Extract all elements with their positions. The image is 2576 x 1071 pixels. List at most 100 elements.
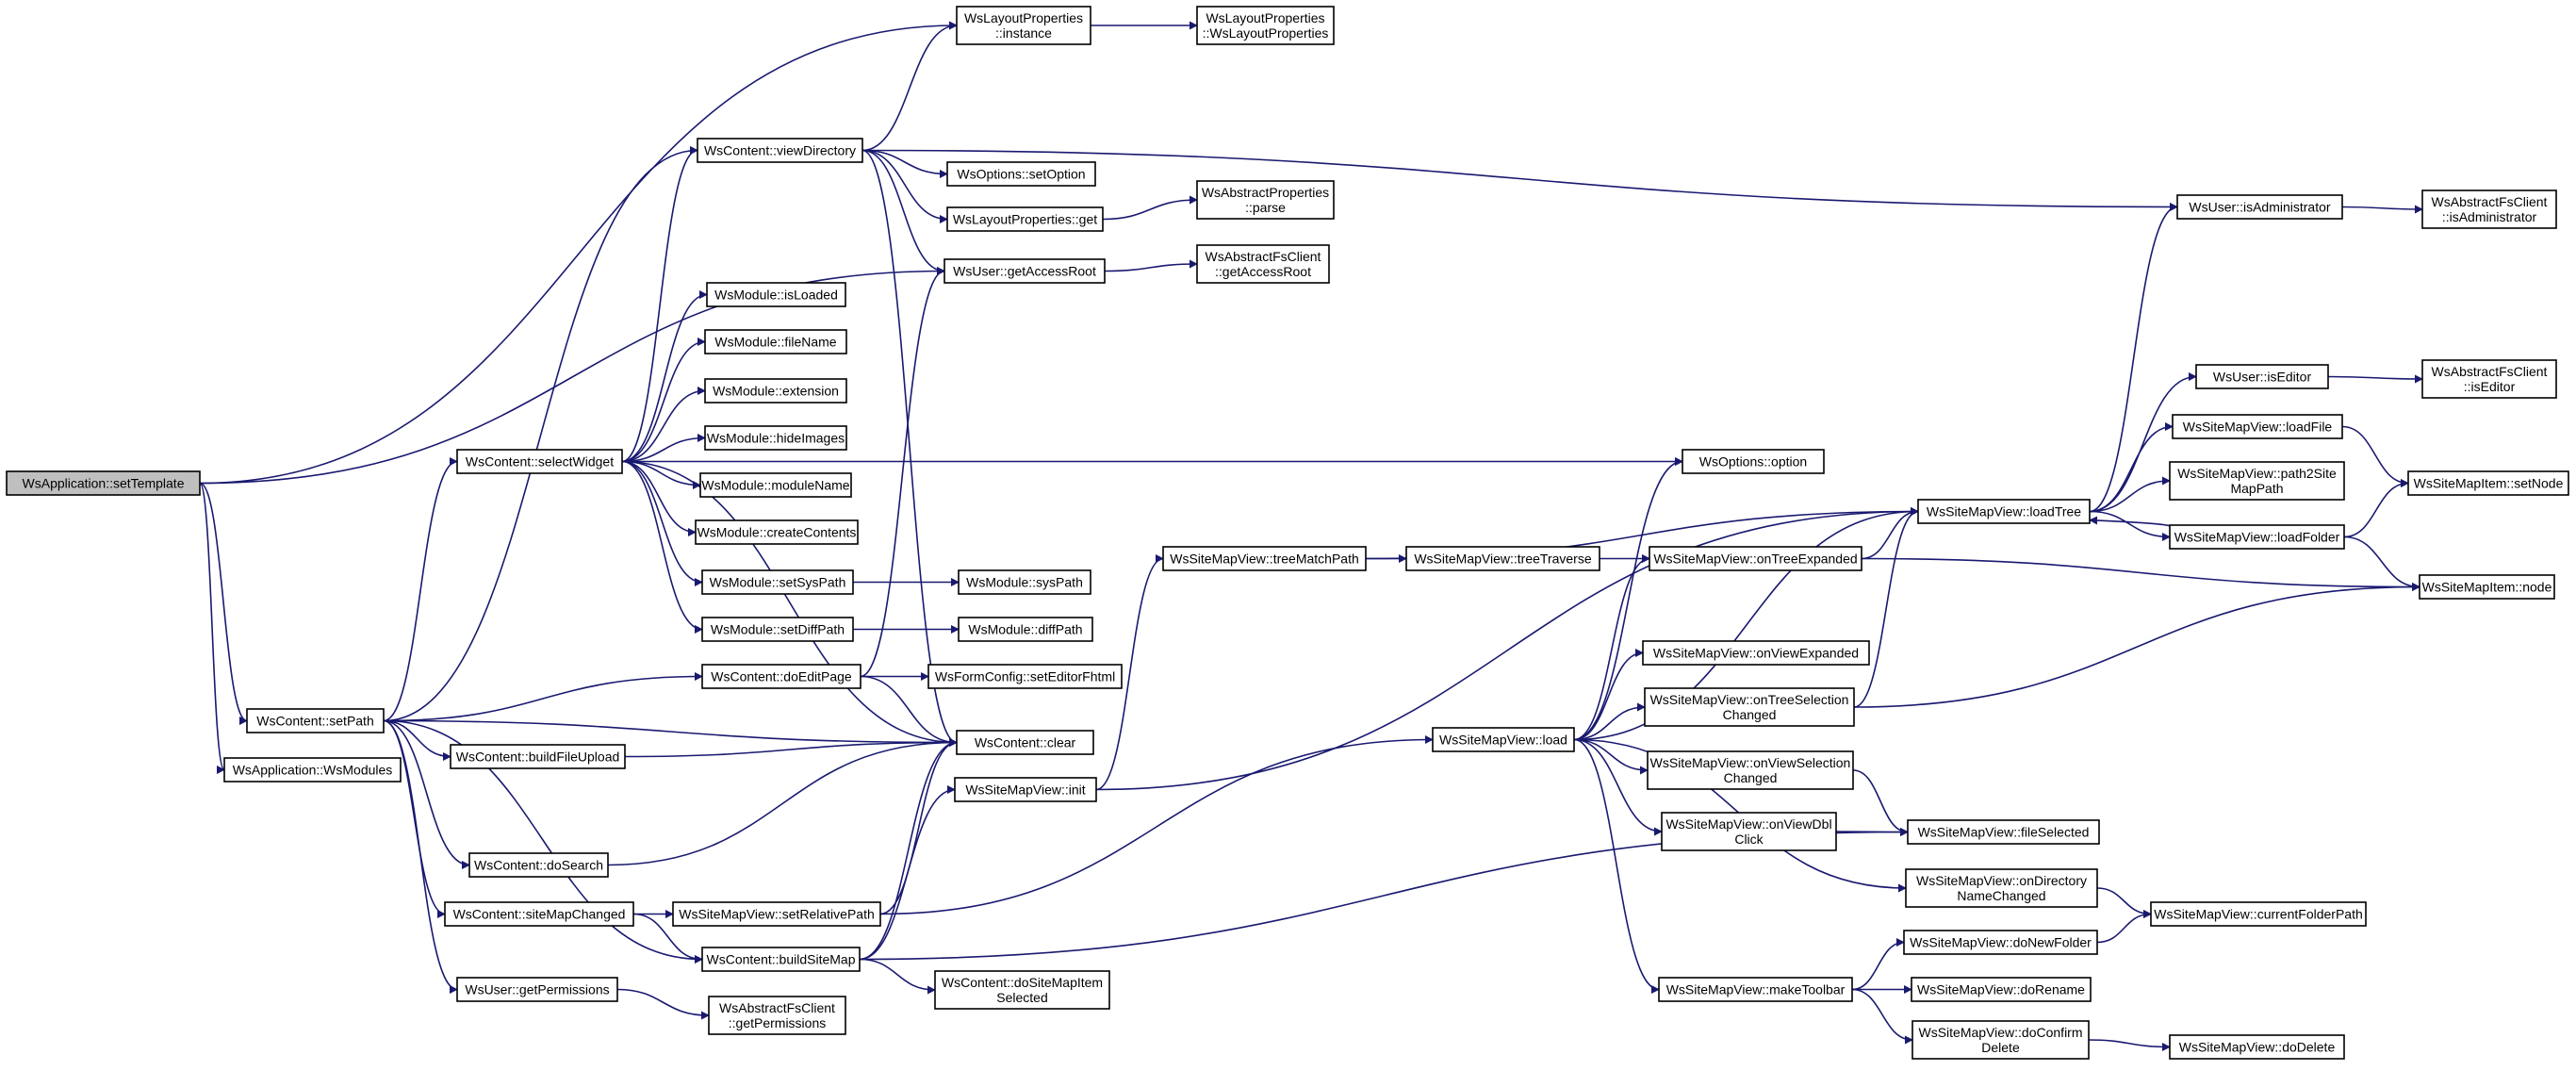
- node-label: WsUser::getAccessRoot: [953, 264, 1096, 279]
- edge-doEditPage-to-contentClear: [860, 675, 958, 747]
- node-box: [704, 425, 847, 451]
- node-selectWidget[interactable]: WsContent::selectWidget: [456, 449, 623, 474]
- node-box: [6, 470, 201, 496]
- node-label: ::WsLayoutProperties: [1203, 25, 1329, 41]
- node-doSearch[interactable]: WsContent::doSearch: [468, 852, 609, 878]
- node-label: WsUser::getPermissions: [465, 982, 609, 997]
- node-box: [1658, 977, 1853, 1002]
- node-diffPath[interactable]: WsModule::diffPath: [958, 617, 1093, 642]
- node-getAccessRoot[interactable]: WsUser::getAccessRoot: [943, 258, 1106, 284]
- edge-selectWidget-to-setSysPath: [621, 460, 703, 586]
- node-onViewExpanded[interactable]: WsSiteMapView::onViewExpanded: [1642, 640, 1870, 666]
- node-optionsOption[interactable]: WsOptions::option: [1682, 449, 1825, 474]
- node-label: WsSiteMapView::onViewExpanded: [1653, 646, 1859, 661]
- node-setRelativePath[interactable]: WsSiteMapView::setRelativePath: [672, 901, 881, 927]
- node-setDiffPath[interactable]: WsModule::setDiffPath: [701, 617, 854, 642]
- node-layoutCtor[interactable]: WsLayoutProperties::WsLayoutProperties: [1196, 6, 1335, 45]
- node-fsIsAdministrator[interactable]: WsAbstractFsClient::isAdministrator: [2421, 189, 2557, 229]
- node-box: [1647, 750, 1854, 790]
- node-label: WsSiteMapItem::setNode: [2414, 476, 2564, 491]
- node-fileSelected[interactable]: WsSiteMapView::fileSelected: [1907, 819, 2100, 845]
- node-setTemplate[interactable]: WsApplication::setTemplate: [6, 470, 201, 496]
- node-sysPath[interactable]: WsModule::sysPath: [958, 569, 1091, 595]
- node-fileName[interactable]: WsModule::fileName: [704, 329, 847, 354]
- node-box: [2172, 414, 2343, 439]
- node-buildFileUpload[interactable]: WsContent::buildFileUpload: [450, 744, 626, 769]
- node-treeMatchPath[interactable]: WsSiteMapView::treeMatchPath: [1162, 546, 1367, 571]
- node-box: [456, 977, 618, 1002]
- node-isLoaded[interactable]: WsModule::isLoaded: [706, 282, 846, 307]
- node-loadFolder[interactable]: WsSiteMapView::loadFolder: [2169, 524, 2345, 550]
- node-box: [2169, 524, 2345, 550]
- node-getPermissions[interactable]: WsUser::getPermissions: [456, 977, 618, 1002]
- node-createContents[interactable]: WsModule::createContents: [695, 519, 859, 545]
- node-box: [1644, 687, 1855, 727]
- edge-smvLoad-to-makeToolbar: [1573, 738, 1660, 994]
- edge-loadFile-to-setNode: [2341, 425, 2409, 487]
- node-box: [444, 901, 634, 927]
- node-box: [701, 569, 854, 595]
- node-doEditPage[interactable]: WsContent::doEditPage: [701, 664, 861, 689]
- node-label: WsContent::setPath: [256, 714, 374, 729]
- node-label: WsAbstractProperties: [1202, 185, 1329, 200]
- node-smvInit[interactable]: WsSiteMapView::init: [954, 777, 1097, 802]
- node-setPath[interactable]: WsContent::setPath: [246, 708, 385, 733]
- node-makeToolbar[interactable]: WsSiteMapView::makeToolbar: [1658, 977, 1853, 1002]
- node-layoutInstance[interactable]: WsLayoutProperties::instance: [956, 6, 1091, 45]
- node-doRename[interactable]: WsSiteMapView::doRename: [1911, 977, 2092, 1002]
- node-moduleName[interactable]: WsModule::moduleName: [699, 472, 852, 498]
- node-currentFolderPath[interactable]: WsSiteMapView::currentFolderPath: [2150, 901, 2367, 927]
- node-treeTraverse[interactable]: WsSiteMapView::treeTraverse: [1405, 546, 1600, 571]
- node-absPropsParse[interactable]: WsAbstractProperties::parse: [1196, 180, 1335, 220]
- node-fsIsEditor[interactable]: WsAbstractFsClient::isEditor: [2421, 359, 2557, 399]
- node-label: Selected: [996, 990, 1047, 1005]
- node-wsModules[interactable]: WsApplication::WsModules: [223, 757, 402, 783]
- node-setSysPath[interactable]: WsModule::setSysPath: [701, 569, 854, 595]
- node-layoutGet[interactable]: WsLayoutProperties::get: [946, 206, 1104, 232]
- node-loadTree[interactable]: WsSiteMapView::loadTree: [1917, 499, 2091, 524]
- node-itemNode[interactable]: WsSiteMapItem::node: [2419, 574, 2555, 600]
- node-label: WsModule::moduleName: [701, 478, 849, 493]
- node-extension[interactable]: WsModule::extension: [704, 378, 847, 404]
- node-box: [1432, 727, 1575, 752]
- node-isEditor[interactable]: WsUser::isEditor: [2195, 364, 2329, 389]
- node-buildSiteMap[interactable]: WsContent::buildSiteMap: [701, 947, 861, 972]
- node-loadFile[interactable]: WsSiteMapView::loadFile: [2172, 414, 2343, 439]
- node-box: [1917, 499, 2091, 524]
- node-hideImages[interactable]: WsModule::hideImages: [704, 425, 847, 451]
- node-isAdministrator[interactable]: WsUser::isAdministrator: [2176, 194, 2343, 220]
- node-setNode[interactable]: WsSiteMapItem::setNode: [2407, 470, 2569, 496]
- edge-setPath-to-buildFileUpload: [383, 719, 451, 761]
- edge-setTemplate-to-setPath: [199, 482, 248, 725]
- node-box: [1649, 546, 1862, 571]
- node-viewDirectory[interactable]: WsContent::viewDirectory: [697, 138, 863, 163]
- edge-doConfirmDelete-to-doDelete: [2088, 1039, 2171, 1051]
- node-doNewFolder[interactable]: WsSiteMapView::doNewFolder: [1903, 930, 2098, 955]
- node-smvLoad[interactable]: WsSiteMapView::load: [1432, 727, 1575, 752]
- edge-smvLoad-to-optionsOption: [1573, 457, 1683, 741]
- node-doDelete[interactable]: WsSiteMapView::doDelete: [2169, 1034, 2345, 1060]
- node-setOption[interactable]: WsOptions::setOption: [946, 161, 1096, 187]
- node-setEditorFhtml[interactable]: WsFormConfig::setEditorFhtml: [927, 664, 1123, 689]
- node-label: NameChanged: [1957, 888, 2045, 903]
- node-onTreeExpanded[interactable]: WsSiteMapView::onTreeExpanded: [1649, 546, 1862, 571]
- node-contentClear[interactable]: WsContent::clear: [956, 730, 1094, 755]
- node-label: WsContent::doEditPage: [711, 669, 852, 684]
- edge-viewDirectory-to-layoutInstance: [861, 21, 958, 152]
- node-label: WsModule::isLoaded: [714, 288, 838, 303]
- node-label: WsSiteMapView::setRelativePath: [679, 907, 875, 922]
- node-fsGetPermissions[interactable]: WsAbstractFsClient::getPermissions: [708, 996, 846, 1035]
- node-fsGetAccessRoot[interactable]: WsAbstractFsClient::getAccessRoot: [1196, 244, 1330, 284]
- node-siteMapChanged[interactable]: WsContent::siteMapChanged: [444, 901, 634, 927]
- node-box: [1661, 812, 1837, 851]
- edge-selectWidget-to-extension: [621, 387, 706, 463]
- node-box: [2421, 359, 2557, 399]
